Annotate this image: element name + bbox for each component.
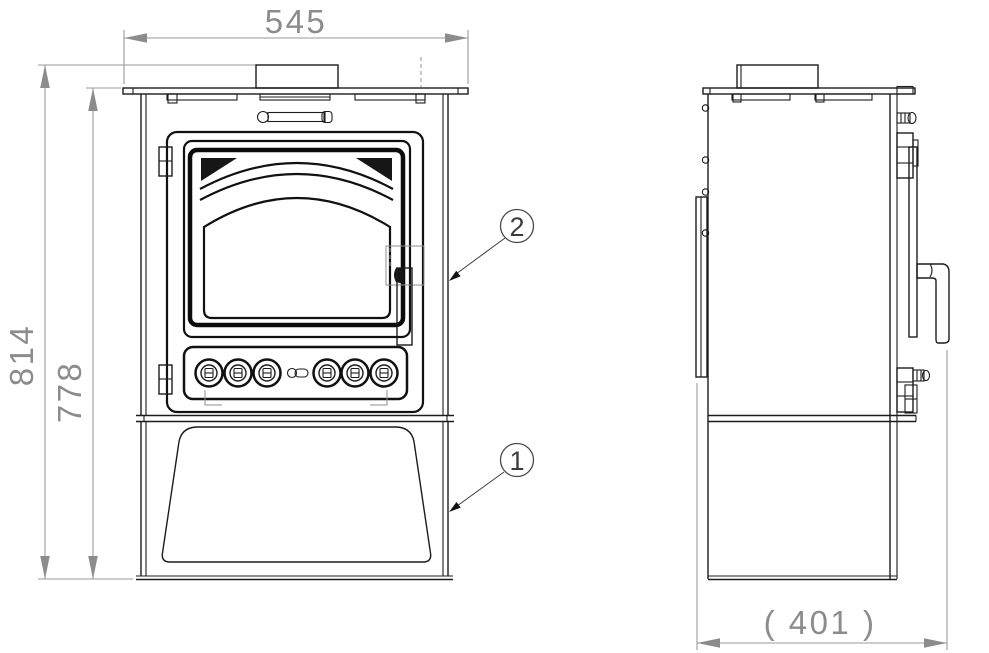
callout-1-label: 1 [509, 446, 524, 476]
door-hinge-top [158, 146, 173, 177]
rear-bolt [701, 229, 710, 237]
arch-band-lower [199, 173, 394, 201]
door-outer-frame [165, 130, 425, 414]
vent-knob [223, 358, 253, 388]
top-plate-side [702, 85, 916, 103]
dim-body-height-value: 778 [51, 361, 88, 424]
arch-spandrel-left [201, 158, 237, 181]
dim-arrow-down [40, 556, 50, 579]
rear-bolt [701, 156, 710, 164]
corner-mark-right [370, 390, 388, 406]
dim-arrow-right [924, 638, 947, 648]
dim-arrow-up [88, 88, 98, 111]
leader-arrow [449, 502, 461, 512]
flue-collar-side [736, 64, 819, 89]
door-inner-frame [182, 139, 412, 339]
dim-arrow-up [40, 65, 50, 88]
dim-arrow-down [88, 556, 98, 579]
log-store-side [708, 575, 897, 581]
rear-wall-side [695, 94, 710, 579]
door-hinge-bottom [158, 364, 173, 395]
front-view: 545 814 778 [3, 3, 535, 581]
dim-depth-value: ( 401 ) [764, 604, 877, 641]
flue-collar-front [255, 64, 339, 89]
vent-knob [194, 358, 224, 388]
dim-front-width-value: 545 [265, 3, 328, 40]
arch-spandrel-right [356, 158, 392, 181]
rear-bolt [701, 104, 710, 112]
callout-1: 1 [449, 442, 535, 512]
top-plate-front [122, 87, 469, 104]
callout-2-label: 2 [509, 212, 524, 242]
fire-door [158, 130, 425, 414]
balloon-circle [499, 208, 535, 244]
vent-knob [369, 358, 399, 388]
door-handle-side [916, 263, 950, 344]
dimension-body-height: 778 [51, 87, 121, 579]
log-store-front [136, 421, 453, 581]
callout-2: 2 [449, 208, 535, 281]
door-latch [385, 245, 425, 346]
hinge-bottom-side [896, 367, 931, 414]
front-wall-side [889, 94, 950, 579]
dimension-depth: ( 401 ) [696, 350, 948, 650]
window-frame [187, 147, 406, 328]
vent-knob [252, 358, 282, 388]
air-control-lever [256, 110, 333, 124]
arch-band-upper [199, 162, 394, 190]
corner-mark-left [204, 390, 222, 406]
vent-knob [312, 358, 342, 388]
hearth-shelf-front [136, 414, 454, 423]
dim-arrow-left [124, 33, 147, 43]
vent-knob [340, 358, 370, 388]
keyhole [286, 367, 309, 379]
dimension-front-width: 545 [123, 3, 469, 87]
hinge-top-side [896, 111, 919, 179]
door-glass [202, 197, 392, 320]
rear-bolt [701, 188, 710, 196]
side-view: ( 401 ) [695, 64, 950, 650]
log-store-opening [161, 426, 432, 563]
leader-arrow [449, 270, 461, 281]
dim-overall-height-value: 814 [3, 324, 40, 387]
hearth-shelf-side [708, 414, 917, 423]
balloon-circle [499, 442, 535, 478]
dim-arrow-left [697, 638, 720, 648]
air-vent-control-panel [182, 345, 409, 406]
stove-body-front [140, 94, 449, 416]
dim-arrow-right [445, 33, 468, 43]
dimension-overall-height: 814 [3, 64, 258, 580]
